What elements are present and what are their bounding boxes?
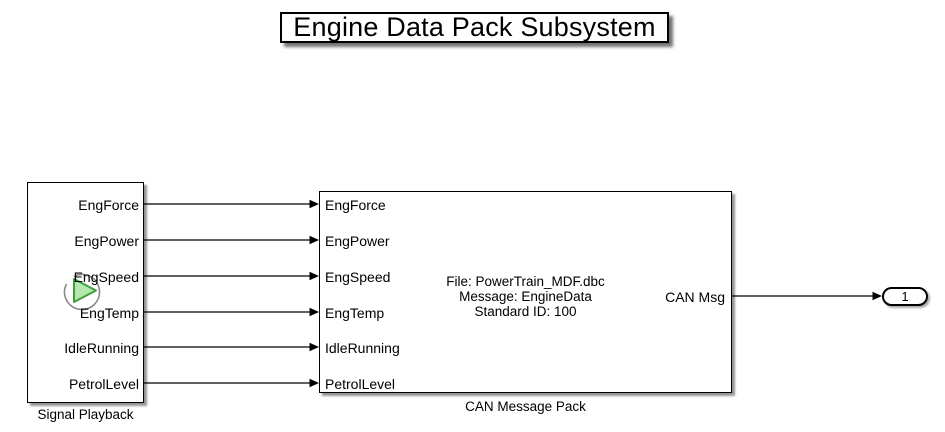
block-can-message-pack[interactable]: EngForce EngPower EngSpeed EngTemp IdleR… xyxy=(319,191,732,393)
can-info-standardid: Standard ID: 100 xyxy=(474,304,577,319)
outport-1[interactable]: 1 xyxy=(882,287,928,306)
sp-output-label: EngPower xyxy=(74,233,139,249)
can-input-label: EngPower xyxy=(325,233,390,249)
sp-output-label: EngForce xyxy=(78,197,139,213)
wire-arrowhead xyxy=(872,291,882,301)
sp-output-label: IdleRunning xyxy=(64,340,139,356)
wire-arrowhead xyxy=(309,307,319,317)
title-text: Engine Data Pack Subsystem xyxy=(293,12,656,42)
outport-1-label: 1 xyxy=(901,289,909,304)
can-input-label: PetrolLevel xyxy=(325,376,396,392)
wire-arrowhead xyxy=(309,342,319,352)
wire-arrowhead xyxy=(309,235,319,245)
can-info-message: Message: EngineData xyxy=(459,289,592,304)
can-input-label: EngSpeed xyxy=(325,269,391,285)
wire-arrowhead xyxy=(309,378,319,388)
can-output-label: CAN Msg xyxy=(665,289,725,305)
playback-icon xyxy=(63,273,101,311)
can-block-info: File: PowerTrain_MDF.dbc Message: Engine… xyxy=(320,274,731,319)
block-signal-playback[interactable]: EngForce EngPower EngSpeed EngTemp IdleR… xyxy=(27,182,144,403)
block-label-signal-playback[interactable]: Signal Playback xyxy=(37,407,134,422)
sp-output-label: EngSpeed xyxy=(73,269,139,285)
title-annotation[interactable]: Engine Data Pack Subsystem xyxy=(280,12,669,43)
can-info-file: File: PowerTrain_MDF.dbc xyxy=(446,274,605,289)
wire-arrowhead xyxy=(309,271,319,281)
can-input-label: IdleRunning xyxy=(325,340,400,356)
sp-output-label: PetrolLevel xyxy=(68,376,139,392)
can-input-label: EngForce xyxy=(325,197,386,213)
block-label-can-message-pack[interactable]: CAN Message Pack xyxy=(465,399,586,414)
wire-arrowhead xyxy=(309,199,319,209)
can-input-label: EngTemp xyxy=(325,305,385,321)
sp-output-label: EngTemp xyxy=(79,305,139,321)
